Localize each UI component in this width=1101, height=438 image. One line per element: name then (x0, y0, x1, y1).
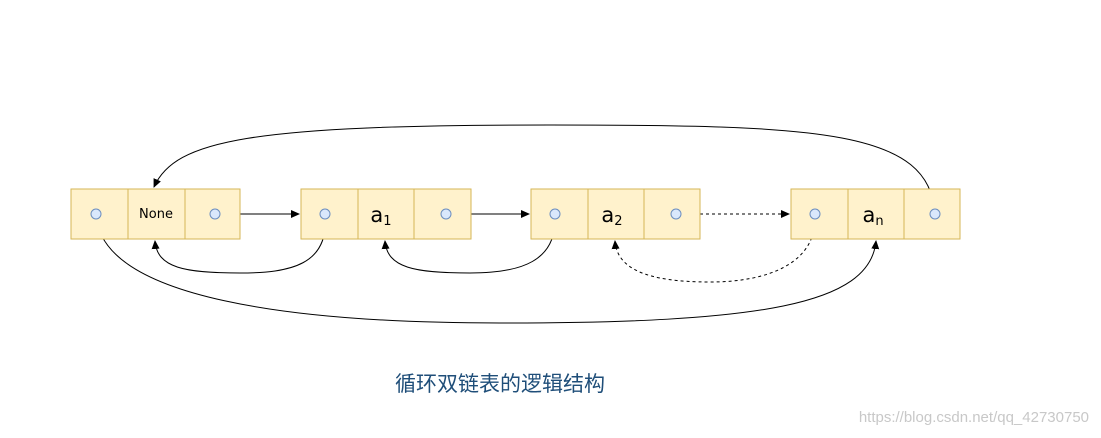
watermark: https://blog.csdn.net/qq_42730750 (858, 409, 1089, 426)
list-node-an: an (790, 188, 961, 240)
node-value-subscript: n (875, 214, 883, 229)
prev-pointer-dot (319, 208, 331, 220)
diagram-caption: 循环双链表的逻辑结构 (395, 372, 605, 396)
list-node-a1: a1 (300, 188, 472, 240)
node-value: an (862, 203, 883, 229)
node-value: None (139, 207, 173, 222)
node-value-letter: a (862, 203, 875, 227)
next-pointer-dot (670, 208, 682, 220)
node-value-letter: a (370, 203, 383, 227)
link-prev-a2-to-a1 (381, 213, 556, 274)
list-node-head: None (70, 188, 241, 240)
data-cell (587, 188, 645, 240)
next-pointer-dot (440, 208, 452, 220)
node-value-subscript: 1 (383, 214, 391, 229)
link-next-an-to-head (153, 124, 936, 215)
prev-pointer-dot (549, 208, 561, 220)
node-value: a2 (601, 203, 622, 229)
data-cell (357, 188, 415, 240)
data-cell (127, 188, 186, 240)
prev-pointer-dot (90, 208, 102, 220)
node-value-letter: a (601, 203, 614, 227)
link-prev-head-to-an (95, 213, 880, 324)
link-prev-a1-to-head (151, 213, 326, 274)
next-pointer-dot (929, 208, 941, 220)
data-cell (847, 188, 905, 240)
next-pointer-dot (209, 208, 221, 220)
prev-pointer-dot (809, 208, 821, 220)
node-value: a1 (370, 203, 391, 229)
link-prev-an-to-a2 (611, 213, 816, 283)
node-value-subscript: 2 (614, 214, 622, 229)
list-node-a2: a2 (530, 188, 701, 240)
